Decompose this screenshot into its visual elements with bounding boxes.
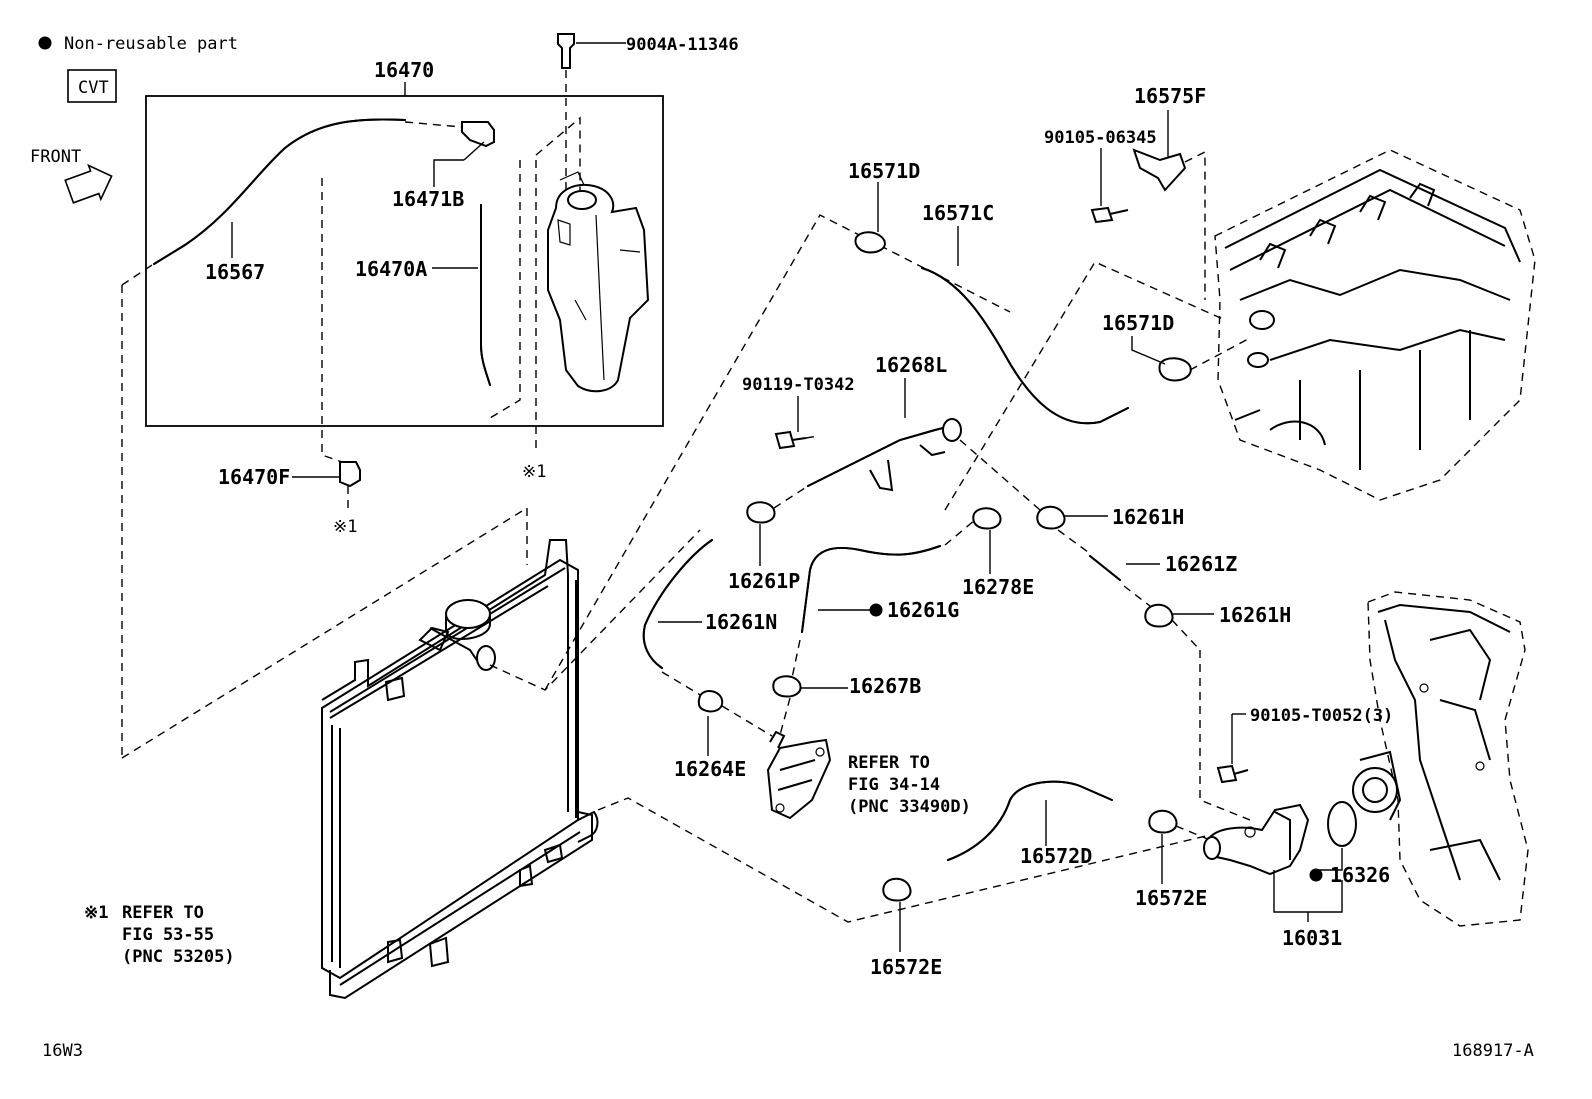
label-90119-T0342: 90119-T0342	[742, 375, 855, 395]
timing-cover	[1352, 591, 1529, 927]
water-inlet-16031	[1203, 803, 1310, 876]
label-16470F: 16470F	[218, 465, 290, 489]
hose-clamp-16261H-lower	[1144, 603, 1174, 628]
reservoir-tank	[547, 171, 650, 393]
upper-hose-16571C	[921, 267, 1129, 425]
label-16261P: 16261P	[728, 569, 800, 593]
gasket-16326	[1327, 801, 1357, 847]
hose-clamp-16571D-upper	[854, 231, 886, 254]
bolt-9004A-11346	[557, 33, 575, 69]
label-90105-06345: 90105-06345	[1044, 128, 1157, 148]
hose-clamp-16261H-upper	[1036, 505, 1066, 530]
footer-right-code: 168917-A	[1452, 1041, 1534, 1061]
label-16278E: 16278E	[962, 575, 1034, 599]
label-16571D-upper: 16571D	[848, 159, 920, 183]
hose-clamp-16278E	[972, 507, 1002, 530]
hose-clamp-16267B	[772, 675, 802, 698]
label-16571D-lower: 16571D	[1102, 311, 1174, 335]
label-16261H-upper: 16261H	[1112, 505, 1184, 529]
water-pipe-16268L	[807, 418, 962, 492]
legend-non-reusable-text: Non-reusable part	[64, 34, 238, 54]
footnote-line1: REFER TO	[122, 903, 204, 923]
refer-fig34-line3: (PNC 33490D)	[848, 797, 971, 817]
label-90105-T0052: 90105-T0052(3)	[1250, 706, 1393, 726]
label-16261G: 16261G	[887, 598, 959, 622]
label-16567: 16567	[205, 260, 265, 284]
refer-fig34-line1: REFER TO	[848, 753, 930, 773]
reservoir-cap-16471B	[461, 121, 495, 148]
footnote-mark: ※1	[84, 903, 108, 923]
front-label: FRONT	[30, 147, 81, 167]
non-reusable-mark-16326	[1309, 868, 1323, 882]
ref-mark-1-b: ※1	[333, 517, 357, 537]
non-reusable-bullet-icon	[38, 36, 52, 50]
bolt-90105-06345	[1090, 206, 1114, 224]
label-9004A-11346: 9004A-11346	[626, 35, 739, 55]
label-16471B: 16471B	[392, 187, 464, 211]
hose-clamp-16264E	[697, 690, 724, 713]
label-16031: 16031	[1282, 926, 1342, 950]
refer-fig34-line2: FIG 34-14	[848, 775, 940, 795]
label-16267B: 16267B	[849, 674, 921, 698]
front-arrow-icon	[64, 163, 113, 204]
cvt-label: CVT	[78, 78, 109, 98]
label-16572E-lower: 16572E	[870, 955, 942, 979]
label-16470A: 16470A	[355, 257, 427, 281]
label-16470: 16470	[374, 58, 434, 82]
label-16261H-lower: 16261H	[1219, 603, 1291, 627]
hose-clamp-16572E-right	[1148, 809, 1178, 834]
label-16326: 16326	[1330, 863, 1390, 887]
hose-clamp-16571D-lower	[1158, 357, 1192, 382]
hose-clamp-16261P	[746, 501, 776, 524]
label-16261Z: 16261Z	[1165, 552, 1237, 576]
overflow-hose-16567	[153, 118, 406, 265]
label-16572D: 16572D	[1020, 844, 1092, 868]
bolt-90119-T0342	[774, 430, 796, 450]
clip-16470F	[339, 461, 361, 488]
bracket-16575F	[1132, 148, 1187, 192]
non-reusable-mark-16261G	[869, 603, 883, 617]
hose-clamp-16572E-lower	[882, 877, 912, 902]
cvt-box	[67, 69, 117, 103]
label-16268L: 16268L	[875, 353, 947, 377]
label-16572E-right: 16572E	[1135, 886, 1207, 910]
footnote-line3: (PNC 53205)	[122, 947, 235, 967]
label-16264E: 16264E	[674, 757, 746, 781]
label-16261N: 16261N	[705, 610, 777, 634]
bolt-90105-T0052	[1216, 764, 1238, 784]
footer-left-code: 16W3	[42, 1041, 83, 1061]
label-16571C: 16571C	[922, 201, 994, 225]
ref-mark-1-a: ※1	[522, 462, 546, 482]
label-16575F: 16575F	[1134, 84, 1206, 108]
footnote-line2: FIG 53-55	[122, 925, 214, 945]
hose-16261N	[642, 539, 713, 669]
radiator	[321, 539, 599, 1000]
oil-cooler	[766, 730, 832, 820]
engine-block	[1214, 149, 1536, 501]
